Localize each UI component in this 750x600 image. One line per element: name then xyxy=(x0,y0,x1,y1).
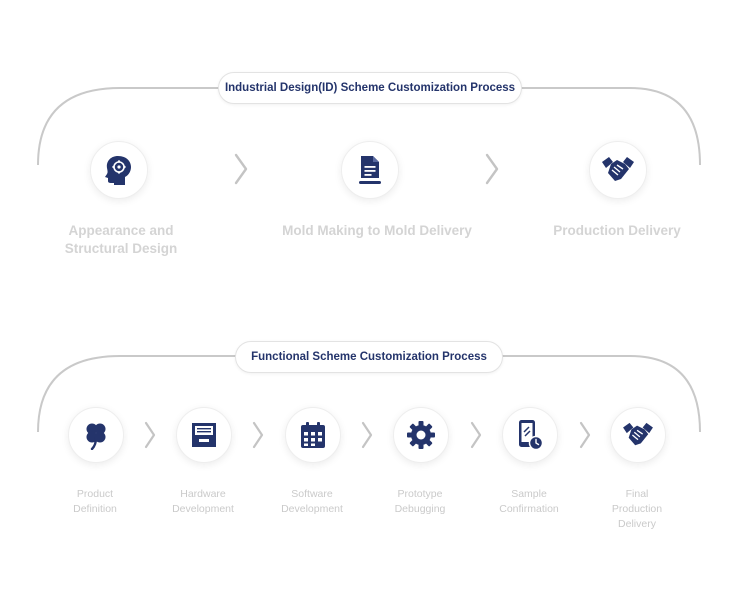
head-gears-icon xyxy=(105,156,131,185)
label-line: Appearance and xyxy=(68,223,174,238)
step-final-production-delivery-node[interactable] xyxy=(610,407,666,463)
label-line: Sample xyxy=(511,488,547,500)
label-line: Development xyxy=(281,503,343,516)
phone-clock-icon xyxy=(519,420,544,451)
step-appearance-structural-design-node[interactable] xyxy=(90,141,148,199)
label-line: Software xyxy=(291,488,333,500)
step-mold-making-label: Mold Making to Mold Delivery xyxy=(262,222,492,240)
clover-icon xyxy=(86,423,106,450)
section-2-title: Functional Scheme Customization Process xyxy=(235,341,503,373)
label-line: Definition xyxy=(73,503,117,516)
chevron-right-icon xyxy=(252,421,264,449)
label-line: Debugging xyxy=(394,503,446,516)
section-2-title-text: Functional Scheme Customization Process xyxy=(251,351,487,363)
chevron-right-icon xyxy=(579,421,591,449)
chevron-right-icon xyxy=(485,153,499,185)
step-production-delivery-node[interactable] xyxy=(589,141,647,199)
label-line: Delivery xyxy=(618,518,656,531)
step-software-development-label: Software Development xyxy=(267,487,357,517)
label-line: Production Delivery xyxy=(553,223,681,238)
step-software-development-node[interactable] xyxy=(285,407,341,463)
chevron-right-icon xyxy=(470,421,482,449)
step-hardware-development-label: Hardware Development xyxy=(158,487,248,517)
step-final-production-delivery-label: Final Production Delivery xyxy=(592,487,682,533)
handshake-icon xyxy=(623,422,653,446)
handshake-icon xyxy=(602,157,634,181)
step-product-definition-node[interactable] xyxy=(68,407,124,463)
label-line: Development xyxy=(172,503,234,516)
calendar-icon xyxy=(301,422,325,448)
gear-icon xyxy=(407,421,435,449)
document-icon xyxy=(359,156,381,184)
label-line: Production xyxy=(611,503,663,516)
chevron-right-icon xyxy=(144,421,156,449)
chevron-right-icon xyxy=(361,421,373,449)
section-1-title-text: Industrial Design(ID) Scheme Customizati… xyxy=(224,82,516,94)
step-appearance-structural-design-label: Appearance and Structural Design xyxy=(46,222,196,257)
label-line: Confirmation xyxy=(499,503,559,516)
step-prototype-debugging-node[interactable] xyxy=(393,407,449,463)
section-1-title: Industrial Design(ID) Scheme Customizati… xyxy=(218,72,522,104)
label-line: Structural Design xyxy=(64,240,178,256)
step-product-definition-label: Product Definition xyxy=(50,487,140,517)
label-line: Mold Making to Mold Delivery xyxy=(282,223,472,238)
step-hardware-development-node[interactable] xyxy=(176,407,232,463)
step-prototype-debugging-label: Prototype Debugging xyxy=(375,487,465,517)
label-line: Final xyxy=(625,488,649,500)
step-mold-making-node[interactable] xyxy=(341,141,399,199)
step-sample-confirmation-label: Sample Confirmation xyxy=(484,487,574,517)
inbox-box-icon xyxy=(192,423,216,447)
step-production-delivery-label: Production Delivery xyxy=(537,222,697,240)
label-line: Prototype xyxy=(397,488,443,500)
step-sample-confirmation-node[interactable] xyxy=(502,407,558,463)
label-line: Hardware xyxy=(180,488,226,500)
chevron-right-icon xyxy=(234,153,248,185)
label-line: Product xyxy=(76,488,114,500)
